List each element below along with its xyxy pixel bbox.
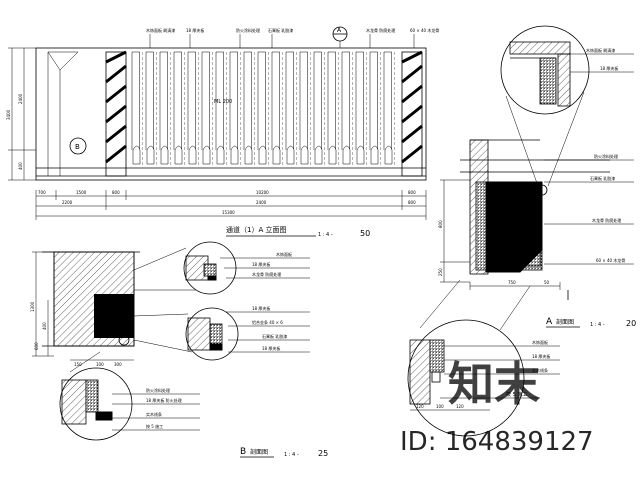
top-callout-6: 60 × 40 木龙骨 bbox=[410, 27, 439, 33]
section-a-dim-4: 50 bbox=[544, 280, 550, 285]
top-callout-2: 18 厚夹板 bbox=[186, 27, 204, 33]
detail-c-view: 木饰面板 18 厚夹板 实木线条 按 5 施工 120 100 120 bbox=[407, 279, 560, 437]
elevation-dim-height-1: 2400 bbox=[18, 93, 23, 104]
section-b-callout-9: 18 厚夹板 防火处理 bbox=[146, 397, 182, 403]
watermark: 知末 ID: 164839127 bbox=[400, 357, 594, 457]
section-a-scale-prefix: 1 : 4 - bbox=[590, 322, 605, 328]
section-b-dim-1: 1300 bbox=[30, 301, 35, 312]
elevation-view: B A ML 200 木饰面板 刷清漆 18 厚夹板 防火涂料处理 石膏板 乳胶… bbox=[6, 26, 439, 238]
section-b-callout-8: 防火涂料处理 bbox=[146, 387, 170, 393]
elevation-slat bbox=[355, 51, 367, 166]
elevation-dim-seg-2: 1500 bbox=[76, 190, 87, 195]
top-callout-4: 石膏板 乳胶漆 bbox=[268, 27, 293, 33]
elevation-slat bbox=[271, 51, 283, 166]
section-b-callout-6: 石膏板 乳胶漆 bbox=[262, 333, 287, 339]
left-column-hatch bbox=[105, 50, 127, 177]
detail-c-callout-1: 木饰面板 bbox=[532, 339, 548, 345]
section-a-title-cn: 剖面图 bbox=[556, 318, 574, 326]
section-b-view: 1300 400 600 150 100 300 bbox=[30, 241, 328, 458]
elevation-dim-sub-2: 2400 bbox=[256, 200, 267, 205]
section-a-callout-1: 木饰面板 刷清漆 bbox=[586, 47, 615, 53]
right-column-hatch bbox=[401, 50, 423, 177]
elevation-slat bbox=[285, 51, 297, 166]
elevation-slat bbox=[145, 51, 157, 166]
top-callout-3: 防火涂料处理 bbox=[236, 27, 260, 33]
detail-c-dim-2: 100 bbox=[436, 404, 444, 409]
elevation-dim-seg-4: 10200 bbox=[256, 190, 269, 195]
elevation-slat bbox=[229, 51, 241, 166]
elevation-dim-seg-1: 700 bbox=[38, 190, 46, 195]
section-a-callout-5: 木龙骨 防腐处理 bbox=[592, 217, 621, 223]
elevation-scale-prefix: 1 : 4 - bbox=[318, 232, 333, 238]
elevation-slat bbox=[327, 51, 339, 166]
marker-a-elevation: A bbox=[337, 27, 342, 34]
section-b-dim-5: 100 bbox=[96, 362, 104, 367]
section-b-callout-1: 木饰面板 bbox=[276, 251, 292, 257]
elevation-slat bbox=[257, 51, 269, 166]
section-b-dim-3: 600 bbox=[34, 342, 39, 350]
section-a-callout-4: 石膏板 乳胶漆 bbox=[590, 175, 615, 181]
elevation-slat bbox=[187, 51, 199, 166]
elevation-slat bbox=[369, 51, 381, 166]
elevation-slat bbox=[215, 51, 227, 166]
section-b-callout-10: 实木线条 bbox=[146, 411, 162, 417]
watermark-brand: 知末 bbox=[448, 357, 540, 411]
watermark-id: ID: 164839127 bbox=[400, 427, 594, 457]
section-a-callout-6: 60 × 40 木龙骨 bbox=[596, 257, 625, 263]
section-b-callout-7: 18 厚夹板 bbox=[262, 345, 280, 351]
elevation-slat bbox=[131, 51, 143, 166]
elevation-dim-sub-1: 2200 bbox=[62, 200, 73, 205]
elevation-scale: 50 bbox=[360, 229, 370, 238]
detail-c-callout-2: 18 厚夹板 bbox=[532, 353, 550, 359]
elevation-dim-total: 15300 bbox=[222, 210, 235, 215]
section-b-title-cn: 剖面图 bbox=[250, 448, 268, 456]
marker-b-elevation: B bbox=[75, 143, 80, 151]
elevation-slat bbox=[383, 51, 395, 166]
elevation-slat bbox=[173, 51, 185, 166]
elevation-dim-seg-3: 800 bbox=[112, 190, 120, 195]
elevation-dim-seg-5: 800 bbox=[408, 190, 416, 195]
elevation-slat bbox=[341, 51, 353, 166]
elevation-slats bbox=[131, 51, 395, 166]
elevation-center-note: ML 200 bbox=[214, 99, 232, 105]
section-a-dim-1: 800 bbox=[438, 220, 443, 228]
elevation-slat bbox=[299, 51, 311, 166]
elevation-dim-total-height: 3400 bbox=[6, 109, 11, 120]
elevation-slat bbox=[243, 51, 255, 166]
section-b-callout-4: 18 厚夹板 bbox=[252, 305, 270, 311]
elevation-slat bbox=[159, 51, 171, 166]
section-b-scale: 25 bbox=[318, 449, 328, 458]
section-b-title: B bbox=[240, 447, 246, 457]
elevation-dim-height-2: 400 bbox=[18, 162, 23, 170]
section-b-dim-2: 400 bbox=[42, 322, 47, 330]
section-a-title: A bbox=[546, 317, 553, 327]
section-a-view: 木饰面板 刷清漆 18 厚夹板 防火涂料处理 石膏板 乳胶漆 木龙骨 防腐处理 … bbox=[438, 25, 636, 328]
section-b-scale-prefix: 1 : 4 - bbox=[284, 452, 299, 458]
section-a-callout-3: 防火涂料处理 bbox=[594, 153, 618, 159]
elevation-slat bbox=[201, 51, 213, 166]
section-a-dim-2: 250 bbox=[438, 268, 443, 276]
elevation-dim-sub-3: 800 bbox=[408, 200, 416, 205]
section-b-callout-3: 木龙骨 防腐处理 bbox=[252, 271, 281, 277]
section-b-dim-4: 150 bbox=[74, 362, 82, 367]
detail-c-note: 按 5 施工 bbox=[506, 391, 527, 398]
section-a-callout-2: 18 厚夹板 bbox=[600, 65, 618, 71]
detail-c-dim-1: 120 bbox=[416, 404, 424, 409]
section-a-scale: 20 bbox=[626, 319, 636, 328]
top-callout-5: 木龙骨 防腐处理 bbox=[366, 27, 395, 33]
elevation-title: 通道（1）A 立面图 bbox=[226, 225, 286, 234]
top-callout-1: 木饰面板 刷清漆 bbox=[146, 27, 175, 33]
section-b-callout-5: 铝合金条 40 × 6 bbox=[252, 319, 283, 325]
section-b-callout-2: 18 厚夹板 bbox=[252, 261, 270, 267]
section-a-dim-3: 750 bbox=[508, 280, 516, 285]
section-b-callout-11: 按 5 施工 bbox=[146, 423, 163, 429]
detail-c-callout-3: 实木线条 bbox=[532, 367, 548, 373]
section-b-dim-6: 300 bbox=[114, 362, 122, 367]
section-a-detail-circle bbox=[509, 41, 571, 107]
elevation-slat bbox=[313, 51, 325, 166]
detail-c-dim-3: 120 bbox=[456, 404, 464, 409]
